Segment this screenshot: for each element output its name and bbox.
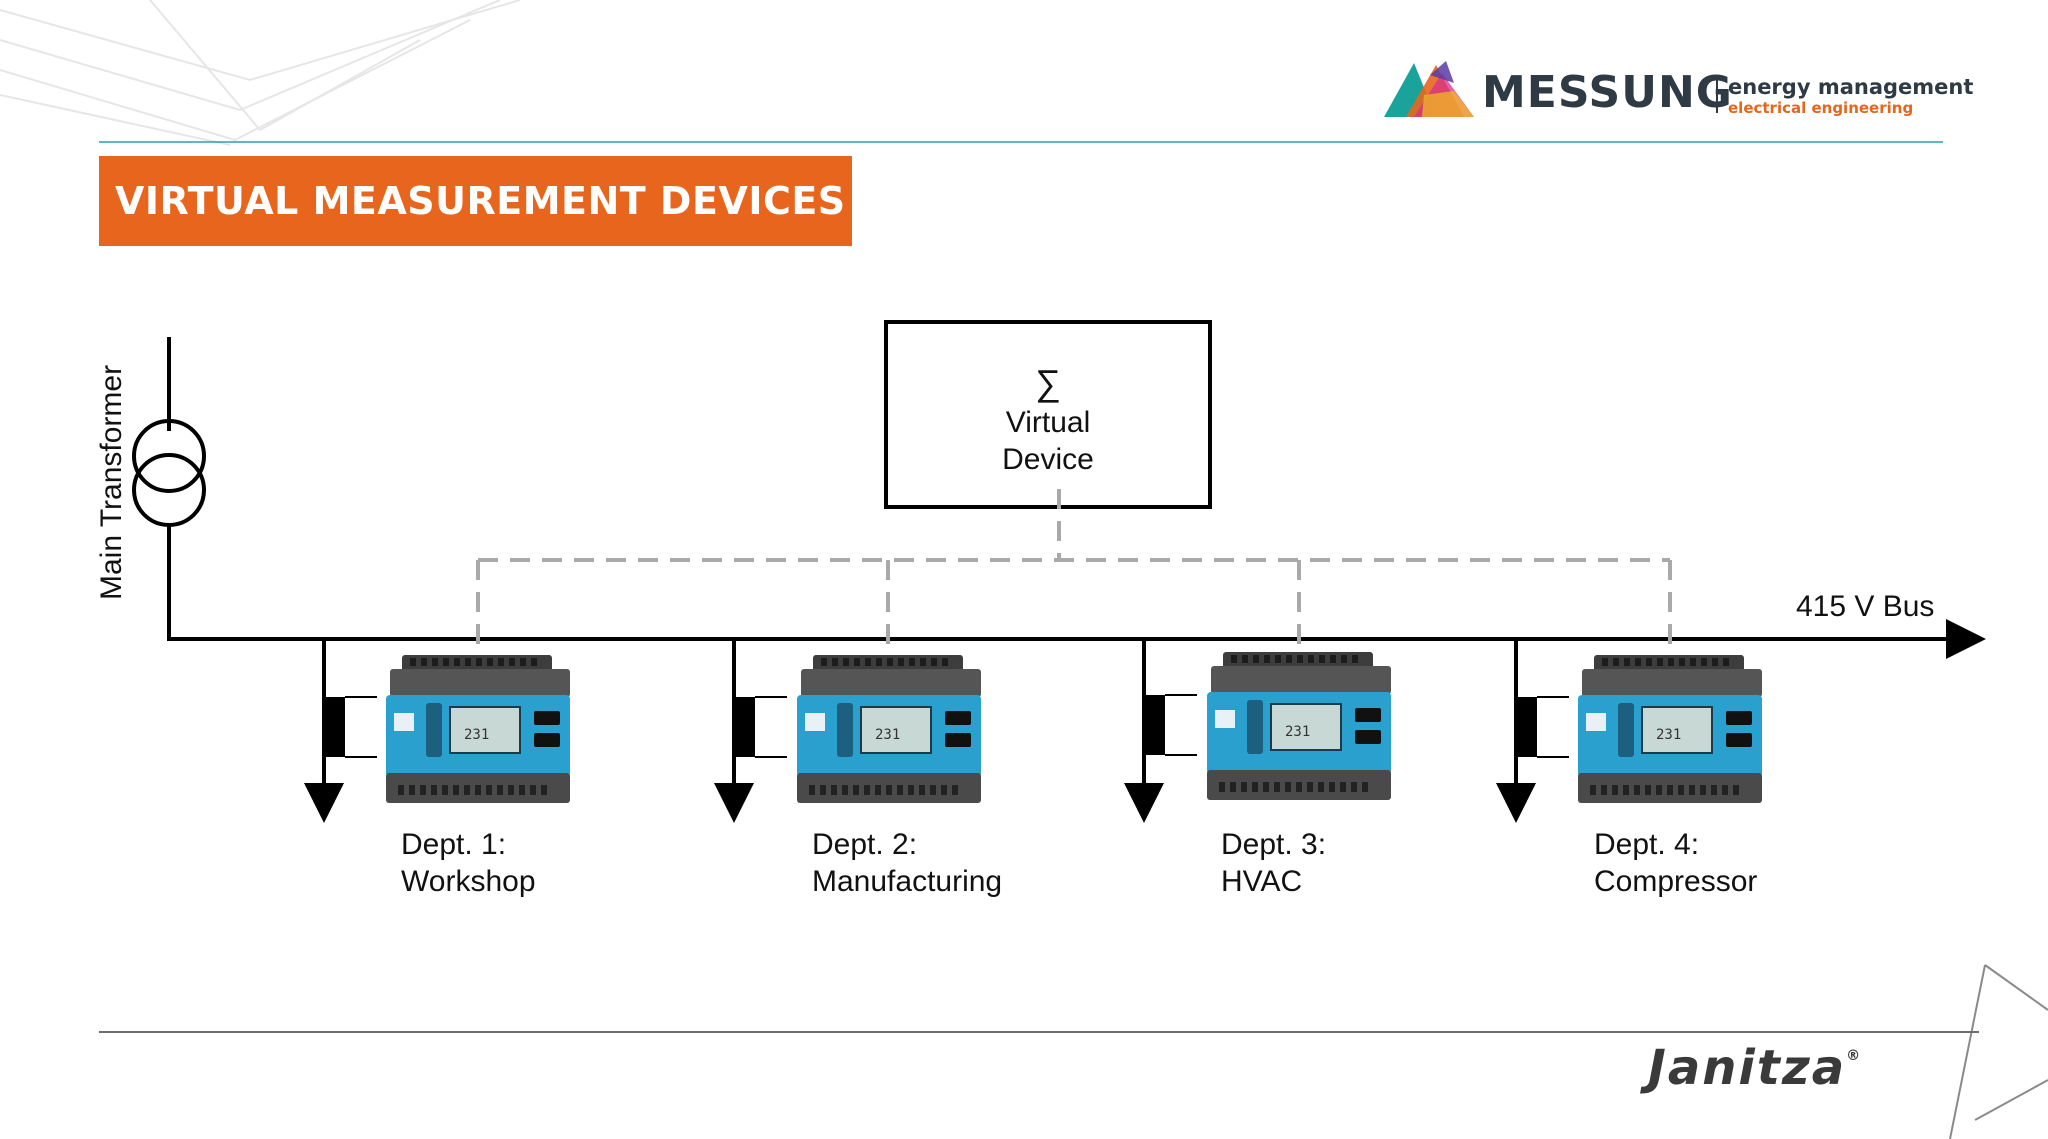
logo-tagline-2: electrical engineering [1728, 99, 1914, 117]
virtual-device-line-1: Virtual [1005, 406, 1091, 439]
virtual-device-line-2: Device [1002, 443, 1094, 476]
power-meter-device-2: 231 [797, 655, 981, 803]
header-divider [99, 141, 1943, 143]
footer-divider [99, 1031, 1979, 1033]
slide-title: VIRTUAL MEASUREMENT DEVICES [115, 179, 846, 223]
transformer-label: Main Transformer [95, 364, 128, 600]
registered-mark: ® [1846, 1048, 1863, 1064]
feeder-1 [304, 639, 377, 823]
logo-tagline-1: energy management [1728, 75, 1974, 99]
dept-2-name: Manufacturing [812, 865, 1003, 898]
dept-2-label: Dept. 2: Manufacturing [812, 826, 1002, 900]
dept-1-name: Workshop [401, 865, 536, 898]
transformer-winding-primary [132, 419, 206, 493]
feeder-2 [714, 639, 787, 823]
power-meter-device-3: 231 [1207, 652, 1391, 800]
dept-1-number: Dept. 1: [401, 828, 507, 861]
slide-title-bar: VIRTUAL MEASUREMENT DEVICES [99, 156, 852, 246]
virtual-device-links [476, 489, 1672, 660]
logo-separator [1716, 77, 1718, 113]
meter-display-value: 231 [1285, 724, 1310, 740]
dept-2-number: Dept. 2: [812, 828, 918, 861]
power-meter-device-4: 231 [1578, 655, 1762, 803]
janitza-logo: Janitza® [1648, 1040, 1862, 1096]
meter-display-value: 231 [1656, 727, 1681, 743]
virtual-device-label: ∑ Virtual Device [886, 362, 1210, 478]
dept-4-name: Compressor [1594, 865, 1758, 898]
dept-3-name: HVAC [1221, 865, 1303, 898]
meter-display-value: 231 [875, 727, 900, 743]
feeder-4 [1496, 639, 1569, 823]
dept-4-number: Dept. 4: [1594, 828, 1700, 861]
logo-name: MESSUNG [1482, 67, 1733, 118]
messung-logo-mark-icon [1384, 61, 1474, 117]
messung-logo: MESSUNG energy management electrical eng… [1384, 55, 1973, 125]
feeder-3 [1124, 639, 1197, 823]
meter-display-value: 231 [464, 727, 489, 743]
dept-1-label: Dept. 1: Workshop [401, 826, 536, 900]
dept-3-number: Dept. 3: [1221, 828, 1327, 861]
virtual-device-box [884, 320, 1212, 509]
dept-4-label: Dept. 4: Compressor [1594, 826, 1757, 900]
power-meter-device-1: 231 [386, 655, 570, 803]
bus-label: 415 V Bus [1796, 590, 1935, 623]
sigma-icon: ∑ [1035, 362, 1061, 403]
janitza-wordmark: Janitza [1648, 1040, 1847, 1096]
dept-3-label: Dept. 3: HVAC [1221, 826, 1326, 900]
